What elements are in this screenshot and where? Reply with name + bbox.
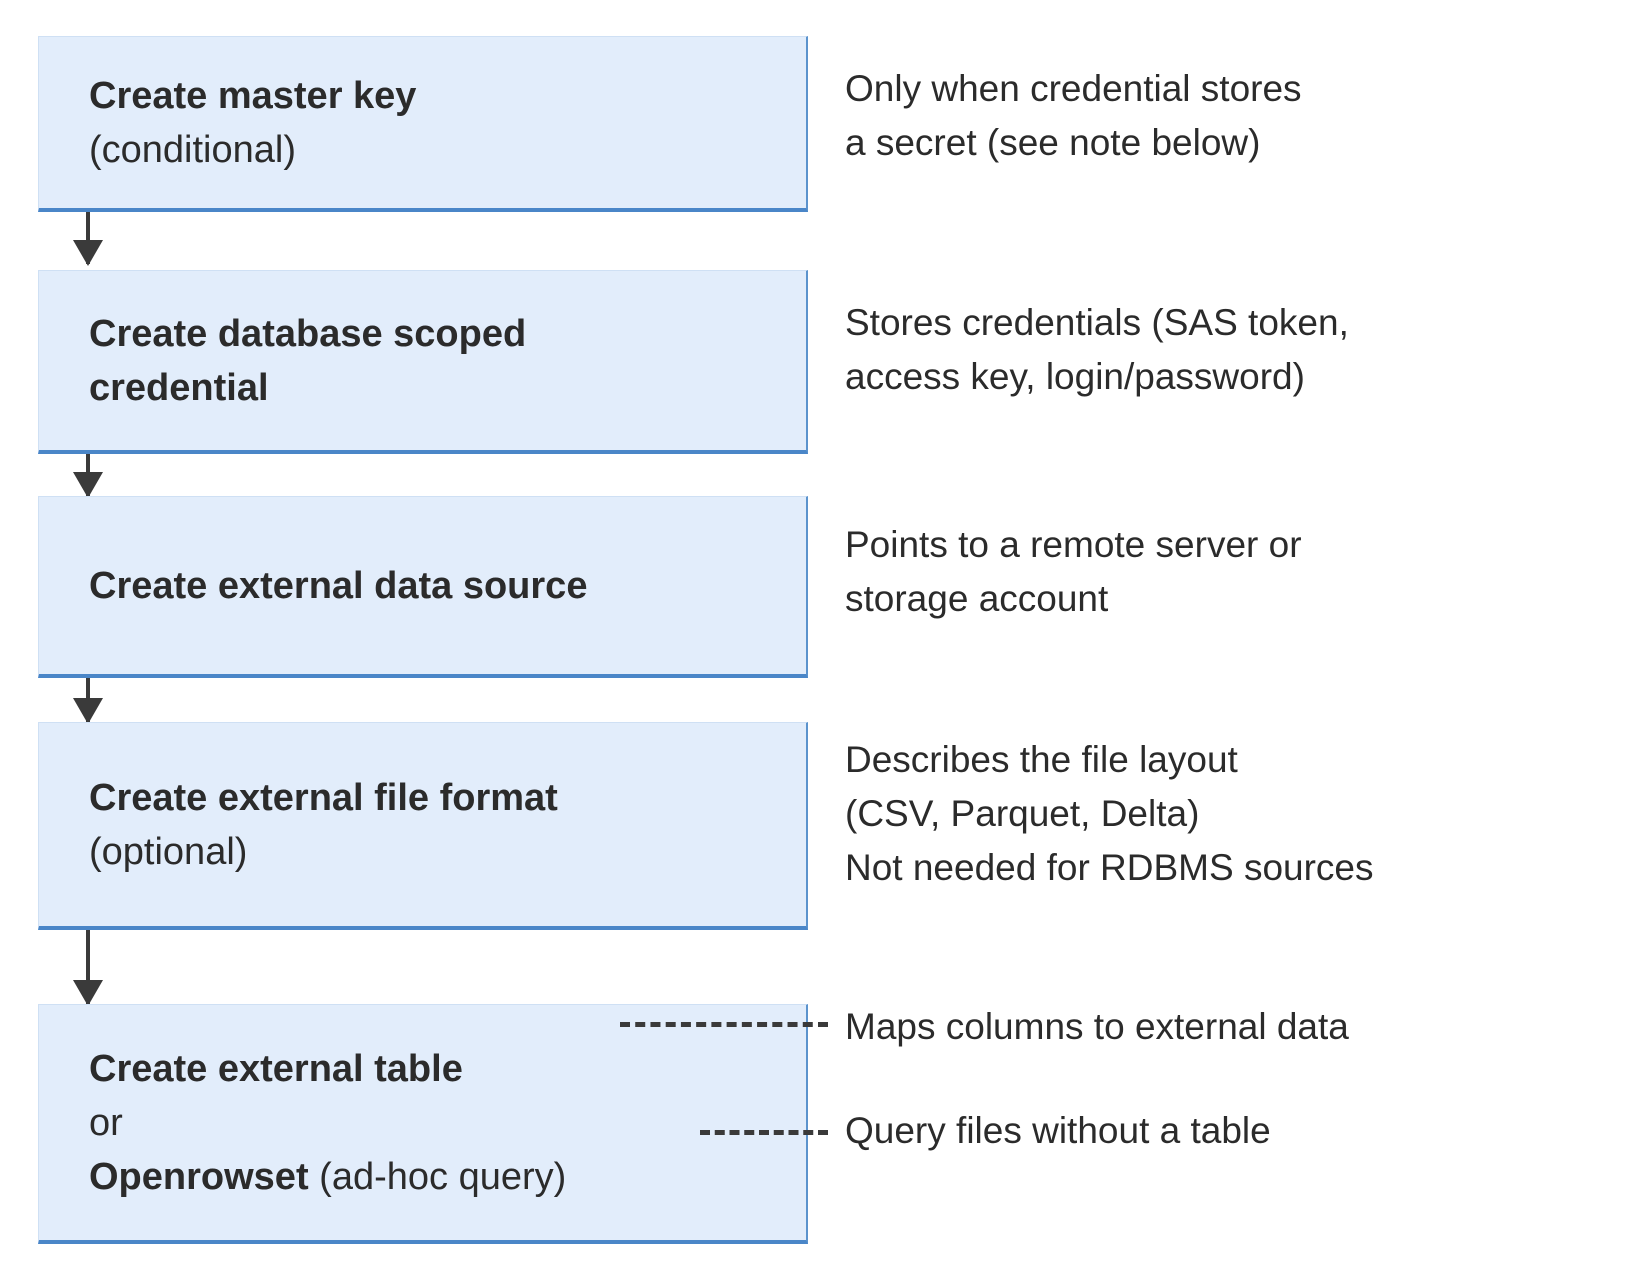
note-line: Describes the file layout <box>845 739 1238 780</box>
step-label-primary: Create external data source <box>89 564 588 607</box>
step-box-create-database-scoped-credential[interactable]: Create database scoped credential <box>38 270 808 454</box>
note-line: Points to a remote server or <box>845 524 1302 565</box>
step-note-create-external-data-source: Points to a remote server or storage acc… <box>845 518 1635 626</box>
step-box-create-external-file-format[interactable]: Create external file format (optional) <box>38 722 808 930</box>
step-box-create-external-data-source[interactable]: Create external data source <box>38 496 808 678</box>
note-line: Only when credential stores <box>845 68 1302 109</box>
step-note-external-table: Maps columns to external data <box>845 1000 1635 1054</box>
step-note-create-master-key: Only when credential stores a secret (se… <box>845 62 1635 170</box>
note-line: Not needed for RDBMS sources <box>845 847 1374 888</box>
flow-arrow-4 <box>86 930 90 1004</box>
step-label-create-external-table: Create external table <box>89 1047 463 1090</box>
note-line: Stores credentials (SAS token, <box>845 302 1349 343</box>
note-line: access key, login/password) <box>845 356 1305 397</box>
dashed-connector-external-table <box>620 1022 828 1027</box>
flow-arrow-2 <box>86 454 90 496</box>
note-line: storage account <box>845 578 1109 619</box>
note-line: Query files without a table <box>845 1110 1271 1151</box>
step-label-openrowset: Openrowset (ad-hoc query) <box>89 1155 567 1198</box>
step-label-secondary: credential <box>89 366 269 409</box>
note-line: a secret (see note below) <box>845 122 1261 163</box>
step-note-openrowset: Query files without a table <box>845 1104 1635 1158</box>
flow-arrow-3 <box>86 678 90 722</box>
step-label-or: or <box>89 1101 123 1144</box>
step-note-create-database-scoped-credential: Stores credentials (SAS token, access ke… <box>845 296 1635 404</box>
step-note-create-external-file-format: Describes the file layout (CSV, Parquet,… <box>845 733 1635 895</box>
flow-arrow-1 <box>86 212 90 264</box>
step-label-primary: Create database scoped <box>89 312 527 355</box>
step-box-create-master-key[interactable]: Create master key (conditional) <box>38 36 808 212</box>
step-label-secondary: (conditional) <box>89 128 296 171</box>
step-label-primary: Create master key <box>89 74 417 117</box>
step-box-create-external-table-or-openrowset[interactable]: Create external table or Openrowset (ad-… <box>38 1004 808 1244</box>
note-line: (CSV, Parquet, Delta) <box>845 793 1200 834</box>
step-label-secondary: (optional) <box>89 830 248 873</box>
step-label-primary: Create external file format <box>89 776 558 819</box>
note-line: Maps columns to external data <box>845 1006 1349 1047</box>
dashed-connector-openrowset <box>700 1130 828 1135</box>
